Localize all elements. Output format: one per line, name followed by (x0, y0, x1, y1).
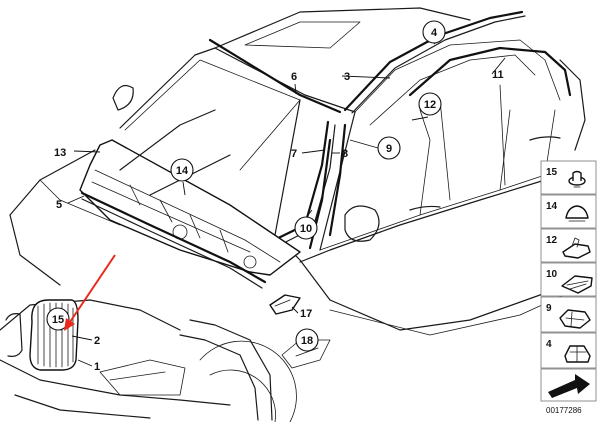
clip-icon-12 (562, 237, 591, 259)
legend-label-9: 9 (546, 303, 552, 314)
legend-label-12: 12 (546, 235, 558, 246)
window-channel (408, 46, 572, 97)
callout-2: 2 (94, 335, 100, 347)
callout-12: 12 (424, 99, 436, 111)
clip-icon-4 (564, 345, 591, 363)
callout-10-circle: 10 (294, 216, 318, 240)
grommet-icon-14 (565, 205, 589, 222)
cowl-seal-inner (81, 198, 263, 289)
diagram-reference-number: 00177286 (546, 406, 582, 415)
a-pillar-trim (266, 120, 330, 245)
clip-icon-15 (568, 170, 586, 188)
callout-18: 18 (301, 335, 313, 347)
roof-molding-inner (351, 15, 526, 114)
legend-label-10: 10 (546, 269, 558, 280)
callout-8: 8 (342, 148, 348, 160)
kidney-grille (5, 299, 79, 371)
clip-icon-10 (561, 275, 593, 294)
clip-icon-9 (559, 309, 591, 329)
legend-label-14: 14 (546, 201, 558, 212)
callout-4-circle: 4 (422, 20, 446, 44)
cowl-panel (79, 109, 301, 276)
callout-6: 6 (291, 71, 297, 83)
callout-1: 1 (94, 361, 100, 373)
callout-10: 10 (300, 223, 312, 235)
fastener-legend: 15 14 12 10 9 (540, 160, 597, 415)
callout-7: 7 (291, 148, 297, 160)
side-marker (269, 294, 301, 315)
callout-13: 13 (54, 147, 66, 159)
callout-5: 5 (56, 199, 62, 211)
callout-14-circle: 14 (170, 158, 194, 182)
callout-12-circle: 12 (418, 92, 442, 116)
legend-label-15: 15 (546, 167, 558, 178)
callout-9: 9 (386, 143, 392, 155)
callout-4: 4 (431, 27, 438, 39)
cowl-seal (80, 191, 267, 284)
callout-11: 11 (492, 69, 504, 81)
callout-17: 17 (300, 308, 312, 320)
callout-15-circle: 15 (46, 307, 70, 331)
callout-3: 3 (344, 71, 350, 83)
callout-18-circle: 18 (295, 328, 319, 352)
callout-14: 14 (176, 165, 189, 177)
callout-9-circle: 9 (377, 136, 401, 160)
legend-label-4: 4 (546, 339, 552, 350)
direction-arrow-icon (548, 374, 590, 398)
highlight-arrow (64, 254, 116, 331)
windshield-top-molding (208, 38, 342, 114)
door-frame-molding (328, 123, 347, 237)
callout-15: 15 (52, 314, 64, 326)
